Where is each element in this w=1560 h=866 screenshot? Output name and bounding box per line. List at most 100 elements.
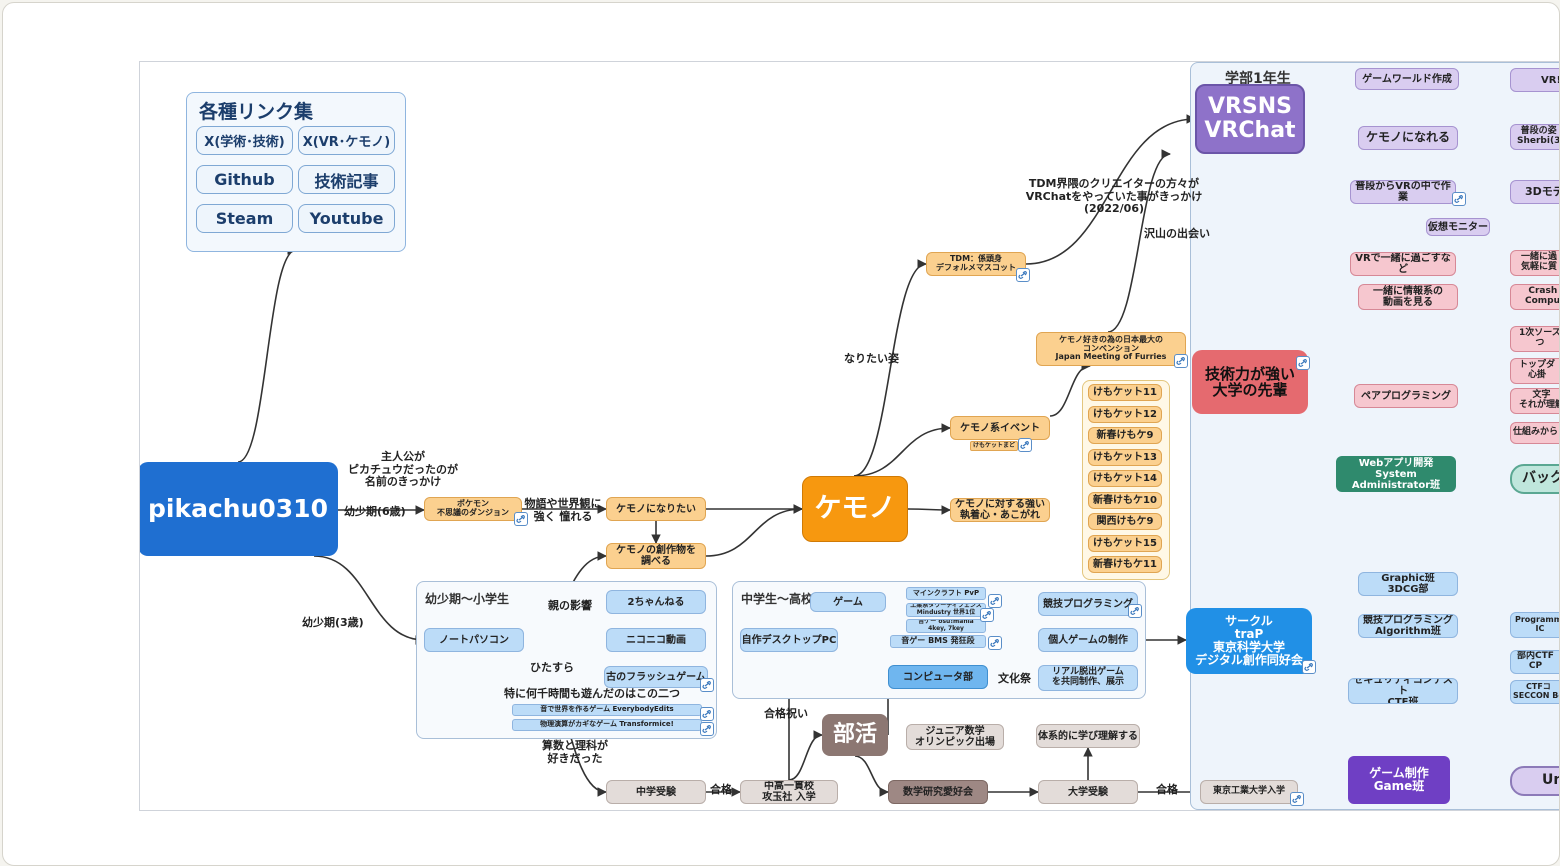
desktop-node[interactable]: 自作デスクトップPC (740, 628, 838, 652)
vr-issho-node[interactable]: VRで一緒に過ごすなど (1350, 252, 1456, 276)
connector-edge (705, 504, 803, 557)
notepc-node[interactable]: ノートパソコン (424, 628, 524, 652)
kouyou-node[interactable]: 中高一貫校 攻玉社 入学 (740, 780, 838, 804)
link-icon[interactable] (1302, 660, 1316, 674)
ctf-node[interactable]: セキュリティコンテスト CTF班 (1348, 678, 1458, 704)
flash-node[interactable]: 古のフラッシュゲーム (604, 666, 708, 688)
bms-node[interactable]: 音ゲー BMS 発狂段 (890, 635, 986, 648)
link-icon[interactable] (1290, 792, 1304, 806)
game-node[interactable]: ゲーム (810, 592, 886, 612)
connector-edge (1049, 361, 1091, 417)
kemono-node[interactable]: ケモノ (802, 476, 908, 542)
computer-bu-node[interactable]: コンピュータ部 (888, 665, 988, 689)
kemoket-item[interactable]: 関西けもケ9 (1088, 513, 1162, 530)
link-icon[interactable] (1174, 354, 1188, 368)
kemoket-item[interactable]: 新春けもケ10 (1088, 491, 1162, 509)
juken-chu-node[interactable]: 中学受験 (606, 780, 706, 804)
real-escape-node[interactable]: リアル脱出ゲーム を共同制作、展示 (1038, 665, 1138, 691)
vrchat-node[interactable]: VRSNS VRChat (1195, 84, 1305, 154)
link-steam[interactable]: Steam (196, 204, 293, 233)
junior-node[interactable]: ジュニア数学 オリンピック出場 (906, 724, 1004, 750)
moji-node[interactable]: 文字 それが理解 (1510, 388, 1559, 414)
naru-node[interactable]: ケモノになれる (1358, 126, 1458, 150)
link-icon[interactable] (1452, 192, 1466, 206)
trap-node[interactable]: サークル traP 東京科学大学 デジタル創作同好会 (1186, 608, 1312, 674)
link-youtube[interactable]: Youtube (298, 204, 395, 233)
label-tdm-creators: TDM界隈のクリエイターの方々が VRChatをやっていた事がきっかけ (202… (1025, 177, 1203, 216)
link-x-vr[interactable]: X(VR･ケモノ) (298, 126, 395, 155)
link-github[interactable]: Github (196, 165, 293, 194)
root-node[interactable]: pikachu0310 (140, 462, 338, 556)
juken-dai-node[interactable]: 大学受験 (1038, 780, 1138, 804)
connector-edge (788, 730, 823, 781)
tdm-node[interactable]: TDM：係頭身 デフォルメマスコット (926, 252, 1026, 276)
kojin-game-node[interactable]: 個人ゲームの制作 (1038, 628, 1138, 652)
label-shujinko: 主人公が ピカチュウだったのが 名前のきっかけ (348, 450, 458, 489)
kemoket-item[interactable]: けもケット14 (1088, 470, 1162, 487)
link-icon[interactable] (1128, 604, 1142, 618)
pokemon-node[interactable]: ポケモン 不思議のダンジョン (424, 497, 522, 521)
kemoket-item[interactable]: けもケット11 (1088, 384, 1162, 401)
bunai-ctf-node[interactable]: 部内CTF CP (1510, 650, 1559, 674)
minecraft-node[interactable]: マインクラフト PvP (906, 587, 986, 600)
link-icon[interactable] (1018, 438, 1032, 452)
link-icon[interactable] (700, 678, 714, 692)
ctf-seccon-node[interactable]: CTFコ SECCON Be (1510, 680, 1559, 704)
link-icon[interactable] (514, 512, 528, 526)
bukatsu-node[interactable]: 部活 (822, 714, 888, 756)
kemoket-item[interactable]: けもケット12 (1088, 405, 1162, 423)
naritai-node[interactable]: ケモノになりたい (606, 497, 706, 521)
akogare-node[interactable]: ケモノに対する強い 執着心・あこがれ (950, 498, 1050, 522)
jmof-node[interactable]: ケモノ好きの為の日本最大の コンベンション Japan Meeting of F… (1036, 332, 1186, 366)
link-tech-articles[interactable]: 技術記事 (298, 165, 395, 194)
osu-node[interactable]: 音ゲー osu!mania 4key, 7key (906, 619, 986, 633)
back-node[interactable]: バック (1510, 464, 1559, 494)
topdown-node[interactable]: トップダ 心掛 (1510, 358, 1559, 384)
event-node[interactable]: ケモノ系イベント (950, 416, 1050, 440)
kasou-node[interactable]: 仮想モニター (1426, 218, 1490, 236)
link-icon[interactable] (700, 722, 714, 736)
link-icon[interactable] (1296, 356, 1310, 370)
shikumi-node[interactable]: 仕組みから (1510, 422, 1559, 444)
graphic-node[interactable]: Graphic班 3DCG部 (1358, 572, 1458, 596)
vr-right-node[interactable]: VR! (1510, 68, 1559, 92)
model3d-node[interactable]: 3Dモデ (1510, 180, 1559, 204)
kemoket-item[interactable]: 新春けもケ9 (1088, 427, 1162, 444)
kemoket-item[interactable]: けもケット15 (1088, 534, 1162, 552)
2ch-node[interactable]: 2ちゃんねる (606, 590, 706, 614)
transformice-node[interactable]: 物理演算がカギなゲーム Transformice! (512, 719, 702, 731)
suken-node[interactable]: 数学研究愛好会 (888, 780, 988, 804)
game-world-node[interactable]: ゲームワールド作成 (1355, 68, 1459, 90)
link-icon[interactable] (700, 707, 714, 721)
mindmap-canvas[interactable]: 各種リンク集 X(学術･技術) X(VR･ケモノ) Github 技術記事 St… (139, 61, 1559, 811)
event-sub-node[interactable]: けもケットまど (970, 441, 1018, 451)
link-icon[interactable] (988, 636, 1002, 650)
jouhou-node[interactable]: 一緒に情報系の 動画を見る (1358, 284, 1458, 310)
kyopro-node[interactable]: 競技プログラミング (1038, 592, 1138, 616)
issho-ni-node[interactable]: 一緒に過 気軽に質 (1510, 250, 1559, 276)
nico-node[interactable]: ニコニコ動画 (606, 628, 706, 652)
everybody-node[interactable]: 音で世界を作るゲーム EverybodyEdits (512, 704, 702, 716)
sousaku-node[interactable]: ケモノの創作物を 調べる (606, 543, 706, 569)
link-panel-title: 各種リンク集 (199, 101, 314, 123)
kemoket-item[interactable]: けもケット13 (1088, 448, 1162, 466)
pair-node[interactable]: ペアプログラミング (1354, 384, 1458, 408)
crash-node[interactable]: Crash C Compute (1510, 284, 1559, 310)
fudan-node[interactable]: 普段からVRの中で作業 (1350, 180, 1456, 204)
kemoket-item[interactable]: 新春けもケ11 (1088, 556, 1162, 573)
link-x-academic[interactable]: X(学術･技術) (196, 126, 293, 155)
link-icon[interactable] (1016, 268, 1030, 282)
source1-node[interactable]: 1次ソース つ (1510, 326, 1559, 352)
tokodai-node[interactable]: 東京工業大学入学 (1200, 780, 1298, 804)
fudan-no-node[interactable]: 普段の姿 Sherbi(3 (1510, 124, 1559, 150)
webapp-node[interactable]: Webアプリ開発 System Administrator班 (1336, 456, 1456, 492)
programming-node[interactable]: Programmi IC (1510, 612, 1559, 638)
taikei-node[interactable]: 体系的に学び理解する (1036, 724, 1140, 748)
senpai-node[interactable]: 技術力が強い 大学の先輩 (1192, 350, 1308, 414)
kyopro-han-node[interactable]: 競技プログラミング Algorithm班 (1358, 614, 1458, 638)
link-icon[interactable] (988, 594, 1002, 608)
game-han-node[interactable]: ゲーム制作 Game班 (1348, 756, 1450, 804)
unity-node[interactable]: Un (1510, 766, 1559, 796)
link-icon[interactable] (980, 608, 994, 622)
mindustry-node[interactable]: 工業系タワーディフェンス Mindustry 世界1位 (906, 603, 986, 617)
